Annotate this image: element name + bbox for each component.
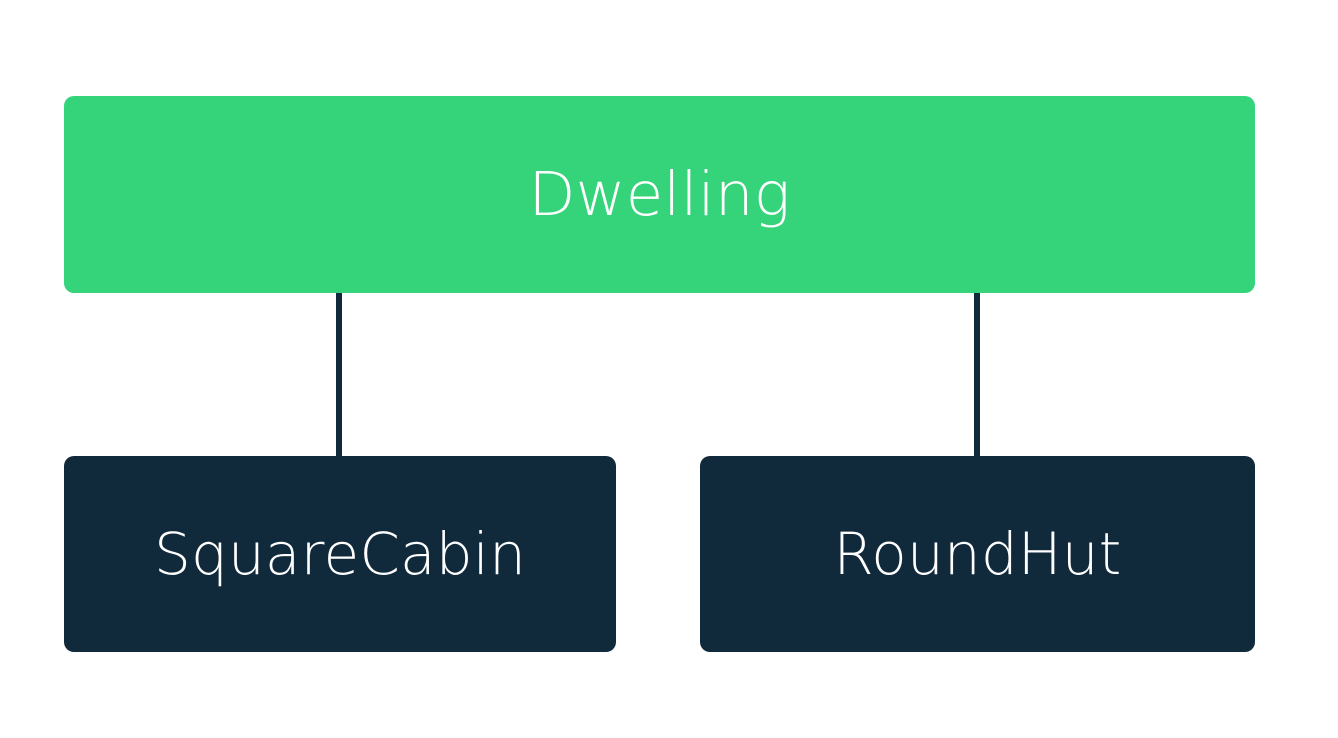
node-squarecabin-label: SquareCabin	[153, 520, 527, 588]
node-roundhut[interactable]: RoundHut	[700, 456, 1255, 652]
node-squarecabin[interactable]: SquareCabin	[64, 456, 616, 652]
node-dwelling[interactable]: Dwelling	[64, 96, 1255, 293]
node-dwelling-label: Dwelling	[528, 159, 791, 230]
node-roundhut-label: RoundHut	[833, 520, 1122, 588]
